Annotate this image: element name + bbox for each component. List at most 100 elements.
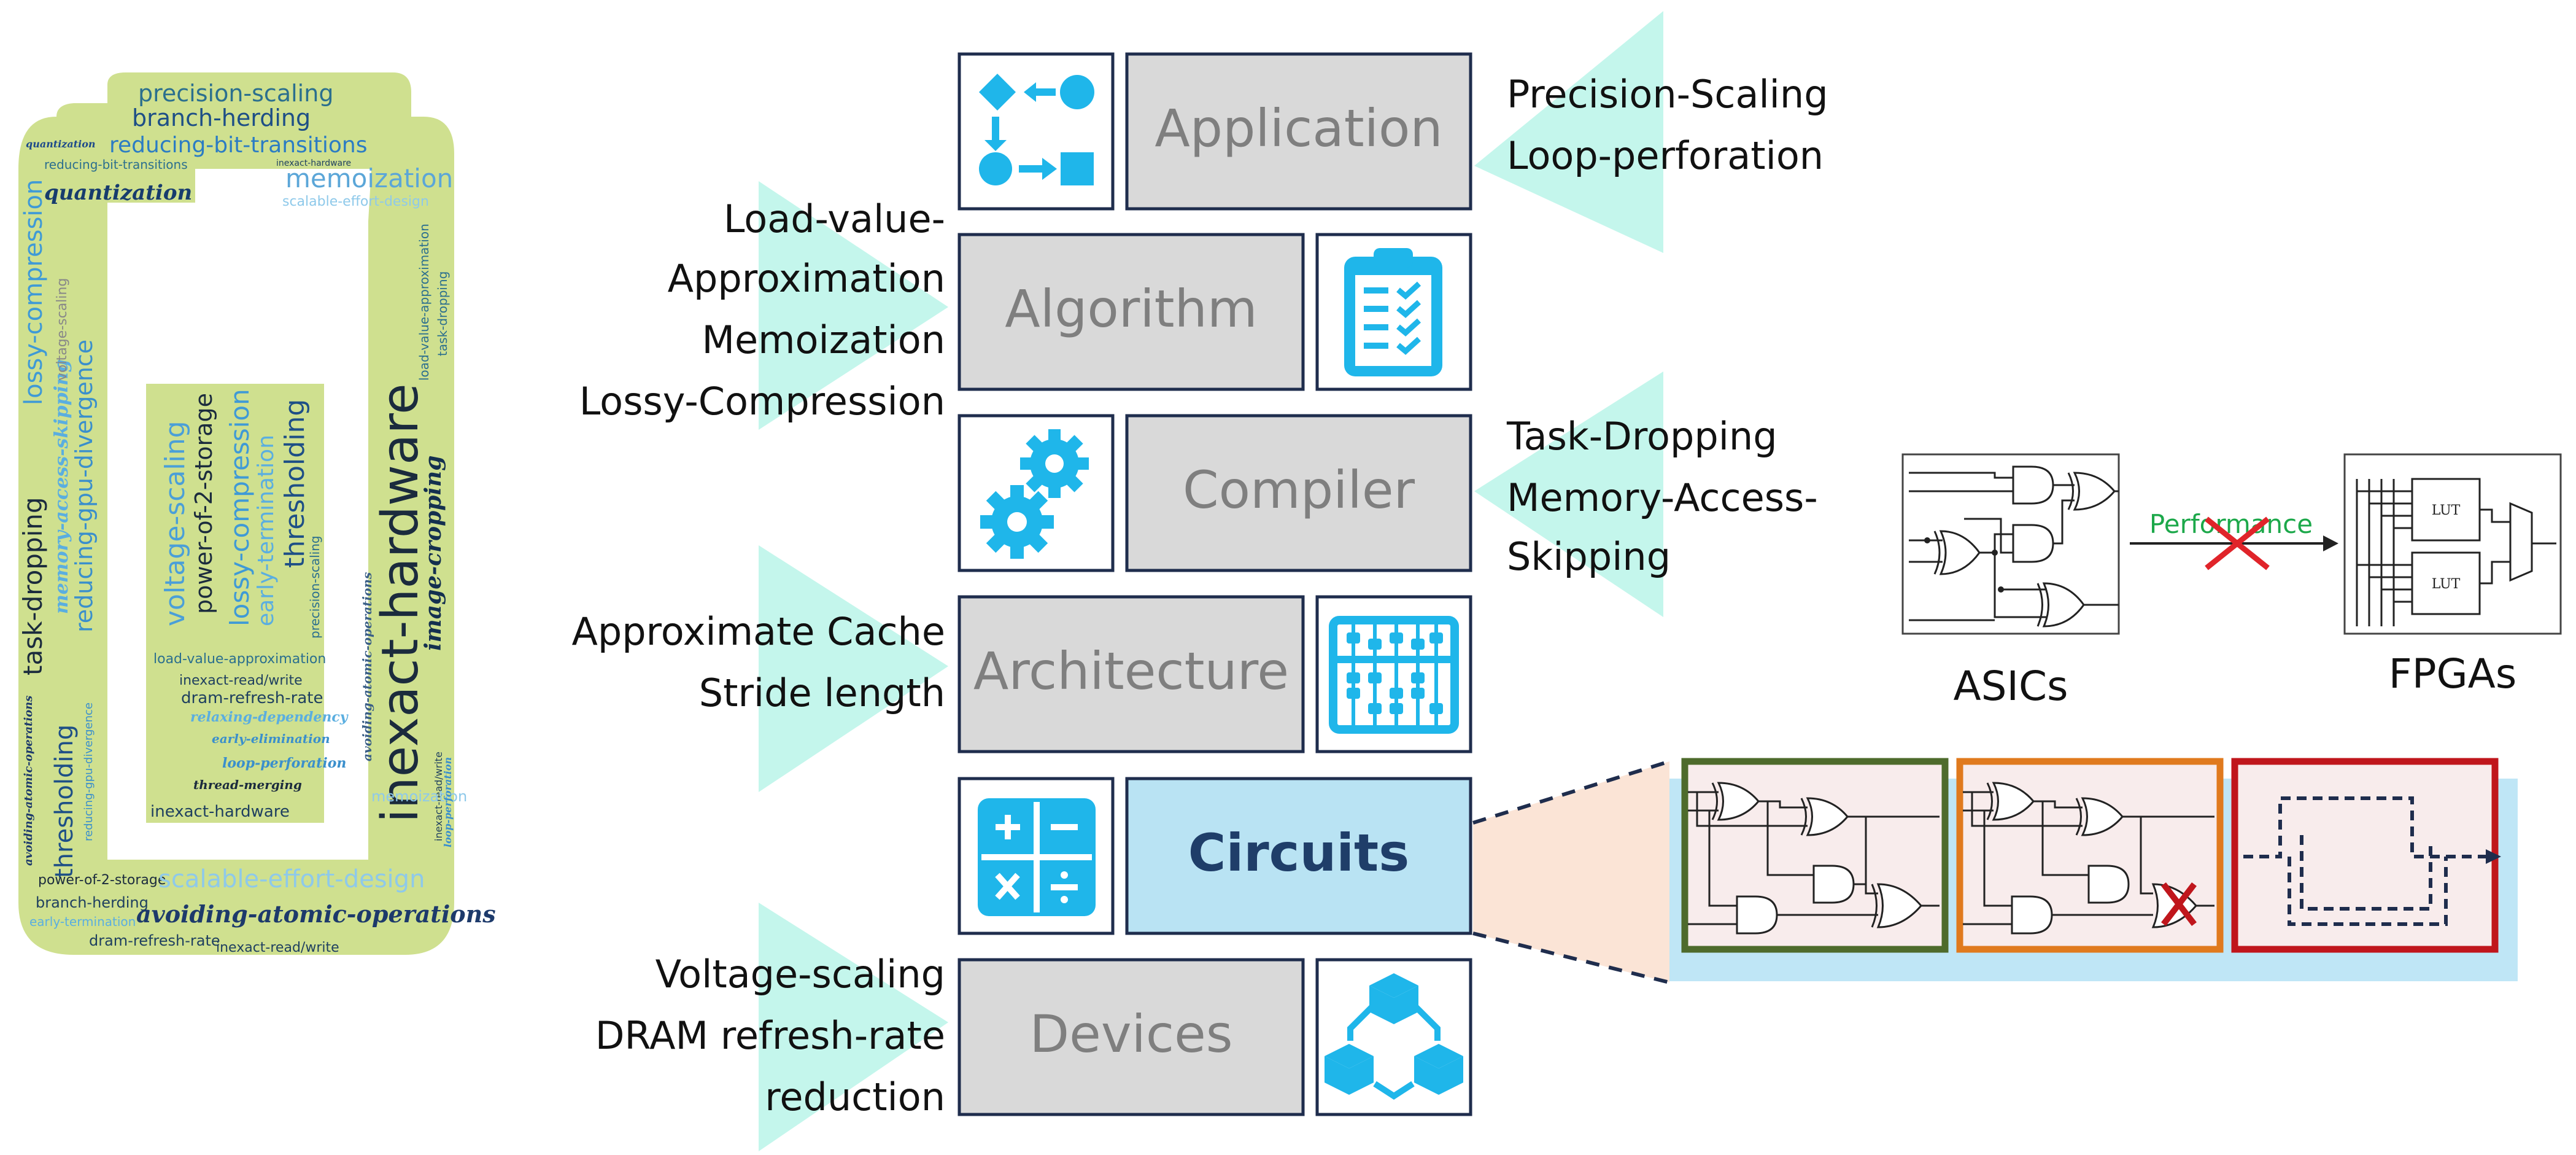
word-cloud-hole-top bbox=[195, 178, 368, 209]
clipboard-checklist-icon bbox=[1344, 248, 1442, 376]
cross-mark bbox=[2205, 516, 2270, 570]
word: voltage-scaling bbox=[160, 421, 191, 626]
word-cloud-hole bbox=[107, 209, 145, 860]
zoom-line-bottom bbox=[1472, 931, 1670, 984]
word: inexact-read/write bbox=[433, 752, 444, 841]
word: relaxing-dependency bbox=[190, 709, 349, 725]
word: quantization bbox=[44, 181, 192, 205]
asic-fpga-comparison: Performance LUT LUT ASICs FPGAs bbox=[1901, 453, 2562, 710]
asics-label: ASICs bbox=[1954, 663, 2068, 710]
calculator-icon bbox=[978, 798, 1096, 916]
technique-label: Skipping bbox=[1507, 534, 1671, 579]
word: early-termination bbox=[253, 435, 279, 626]
word: reducing-bit-transitions bbox=[44, 157, 188, 172]
layer-label: Algorithm bbox=[1005, 279, 1257, 339]
word: power-of-2-storage bbox=[38, 873, 166, 888]
critical-path-arrowhead bbox=[2486, 849, 2501, 864]
word: avoiding-atomic-operations bbox=[22, 696, 35, 866]
cubes-network-icon bbox=[1325, 973, 1463, 1100]
flowchart-icon bbox=[979, 74, 1094, 185]
word: reducing-bit-transitions bbox=[109, 133, 368, 158]
performance-arrowhead bbox=[2323, 535, 2338, 551]
word: precision-scaling bbox=[307, 535, 322, 639]
word: reducing-gpu-divergence bbox=[71, 340, 98, 632]
word-cloud-hole-right bbox=[325, 209, 368, 860]
technique-label: Precision-Scaling bbox=[1507, 72, 1828, 117]
word: thresholding bbox=[279, 399, 311, 568]
path-circuit-card bbox=[2231, 758, 2499, 953]
devices-technique-shape bbox=[759, 903, 948, 1151]
technique-label: Stride length bbox=[699, 671, 945, 715]
pruned-circuit-gates bbox=[1986, 782, 2197, 935]
word: task-dropping bbox=[18, 497, 48, 675]
lut-label: LUT bbox=[2432, 503, 2461, 518]
word: memoization bbox=[285, 163, 453, 193]
word: early-termination bbox=[29, 914, 136, 929]
word: voltage-scaling bbox=[55, 278, 70, 381]
pruned-gate-cross bbox=[2161, 882, 2197, 927]
application-icon-box bbox=[957, 52, 1115, 211]
layer-label: Devices bbox=[1029, 1004, 1232, 1064]
layer-compiler bbox=[1125, 414, 1472, 572]
word: inexact-hardware bbox=[276, 158, 351, 168]
word: inexact-read/write bbox=[179, 673, 303, 688]
word: lossy-compression bbox=[225, 389, 255, 626]
word: inexact-hardware bbox=[150, 803, 290, 821]
circuits-detail bbox=[1472, 758, 2518, 984]
word: branch-herding bbox=[36, 894, 149, 911]
critical-path bbox=[2243, 796, 2492, 926]
word: inexact-read/write bbox=[216, 940, 339, 955]
word-cloud: precision-scaling branch-herding reducin… bbox=[18, 72, 496, 955]
asic-circuit-image bbox=[1901, 453, 2120, 635]
word: reducing-gpu-divergence bbox=[82, 702, 95, 841]
asic-gates bbox=[1909, 465, 2119, 628]
fpga-luts bbox=[2356, 478, 2556, 626]
word: power-of-2-storage bbox=[190, 393, 217, 614]
word: loop-perforation bbox=[442, 757, 454, 847]
fpgas-label: FPGAs bbox=[2389, 650, 2516, 698]
layer-algorithm bbox=[957, 233, 1305, 391]
word: dram-refresh-rate bbox=[181, 689, 323, 707]
word: task-dropping bbox=[435, 271, 450, 356]
word: image-cropping bbox=[420, 456, 446, 651]
layer-architecture bbox=[957, 595, 1305, 753]
technique-labels: Precision-Scaling Loop-perforation Load-… bbox=[571, 72, 1828, 1119]
technique-label: Lossy-Compression bbox=[579, 379, 945, 424]
word-cloud-inner-block bbox=[146, 384, 324, 823]
technique-label: DRAM refresh-rate bbox=[595, 1013, 945, 1058]
layer-label: Compiler bbox=[1183, 460, 1415, 520]
word: avoiding-atomic-operations bbox=[360, 572, 374, 761]
abacus-icon bbox=[1329, 616, 1459, 734]
technique-label: Voltage-scaling bbox=[656, 952, 945, 997]
word: memory-access-skipping bbox=[51, 359, 72, 614]
technique-shapes bbox=[759, 11, 1663, 1151]
technique-label: Load-value- bbox=[724, 196, 945, 241]
compiler-technique-shape bbox=[1474, 371, 1663, 617]
zoom-wedge bbox=[1473, 761, 1669, 982]
word: quantization bbox=[26, 138, 96, 150]
technique-label: Memory-Access- bbox=[1507, 475, 1818, 520]
technique-label: Loop-perforation bbox=[1507, 133, 1824, 178]
layer-stack: Application Algorithm bbox=[957, 52, 1472, 1116]
technique-label: Approximation bbox=[668, 256, 945, 301]
word: loop-perforation bbox=[222, 755, 346, 771]
word-cloud-hole-bottom bbox=[107, 823, 368, 860]
word: early-elimination bbox=[212, 731, 330, 746]
algorithm-technique-shape bbox=[759, 181, 948, 430]
word: thread-merging bbox=[193, 777, 302, 792]
layer-circuits bbox=[1125, 777, 1472, 935]
layer-application bbox=[1125, 52, 1472, 211]
word: load-value-approximation bbox=[153, 651, 326, 667]
word: scalable-effort-design bbox=[158, 865, 425, 893]
layer-label: Architecture bbox=[973, 641, 1289, 701]
word-cloud-shape bbox=[18, 72, 454, 955]
layer-label: Circuits bbox=[1188, 823, 1409, 883]
word: memoization bbox=[371, 788, 467, 805]
word: thresholding bbox=[50, 725, 79, 878]
word: inexact-hardware bbox=[371, 383, 430, 823]
technique-label: Task-Dropping bbox=[1506, 414, 1777, 459]
word: precision-scaling bbox=[138, 80, 333, 107]
gears-icon bbox=[980, 429, 1089, 559]
architecture-technique-shape bbox=[759, 545, 948, 792]
